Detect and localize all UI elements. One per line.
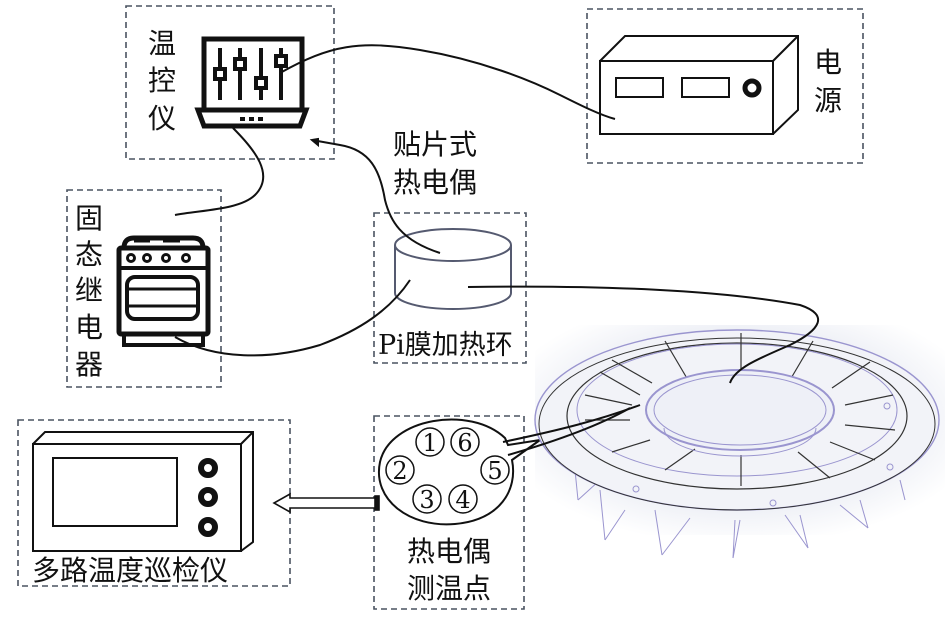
oven-icon [116,235,211,347]
thermocouple-patch-label-1: 贴片式 [393,128,477,161]
heat-sink-cad-drawing [534,329,940,559]
thermocouple-patch-label-2: 热电偶 [393,166,477,199]
point-markers [385,427,510,514]
temp-controller-box [125,5,335,160]
hollow-arrow-icon [272,492,380,514]
point-marker-circle [480,455,510,485]
power-supply-label-1: 电 [814,46,842,79]
wires [174,44,820,456]
measure-points-label-1: 热电偶 [407,535,491,568]
measure-points-group: 1 6 2 5 3 4 热电偶 测温点 [373,415,541,610]
scanner-label: 多路温度巡检仪 [32,554,228,587]
point-marker-circle [448,484,478,514]
point-2: 2 [392,457,407,485]
wire-heater-ring [467,285,820,384]
power-supply-icon [599,35,799,135]
power-supply-label-2: 源 [814,84,842,117]
ssr-label-1: 固 [75,202,103,235]
power-supply-group: 电 源 [586,8,864,164]
point-1: 1 [422,429,437,457]
heater-ring-label: Pi膜加热环 [378,330,513,361]
point-marker-circle [415,427,445,457]
wire-point-2 [507,407,631,456]
heater-ring-box [373,212,527,364]
wire-controller-ssr [174,127,265,216]
point-marker-circle [385,455,415,485]
heater-ring-group: Pi膜加热环 [373,212,527,364]
temp-controller-group: 温 控 仪 [125,5,335,160]
point-6: 6 [457,429,472,457]
point-3: 3 [419,486,434,514]
heater-cylinder-icon [394,228,512,310]
callout-bubble [377,418,541,526]
point-marker-circle [450,427,480,457]
mixer-sliders-icon [194,36,310,129]
ssr-label-3: 继 [75,274,103,307]
temp-controller-label-3: 仪 [148,102,176,135]
point-5: 5 [487,457,502,485]
wire-ssr-heater [174,279,411,357]
ssr-label-2: 态 [75,238,103,271]
scanner-group: 多路温度巡检仪 [17,419,291,587]
ssr-label-5: 器 [75,348,103,381]
temp-controller-label-1: 温 [148,27,176,60]
measure-points-box [373,415,525,610]
point-4: 4 [455,486,470,514]
arrowhead-icon [309,137,319,148]
point-marker-circle [412,484,442,514]
ssr-group: 固 态 继 电 器 [66,189,222,388]
ssr-label-4: 电 [75,311,103,344]
scanner-device-icon [32,431,254,552]
ssr-box [66,189,222,388]
power-supply-box [586,8,864,164]
wire-thermocouple-controller [311,139,441,254]
measure-points-label-2: 测温点 [407,572,491,605]
wire-controller-power [279,44,616,120]
temp-controller-label-2: 控 [148,64,176,97]
